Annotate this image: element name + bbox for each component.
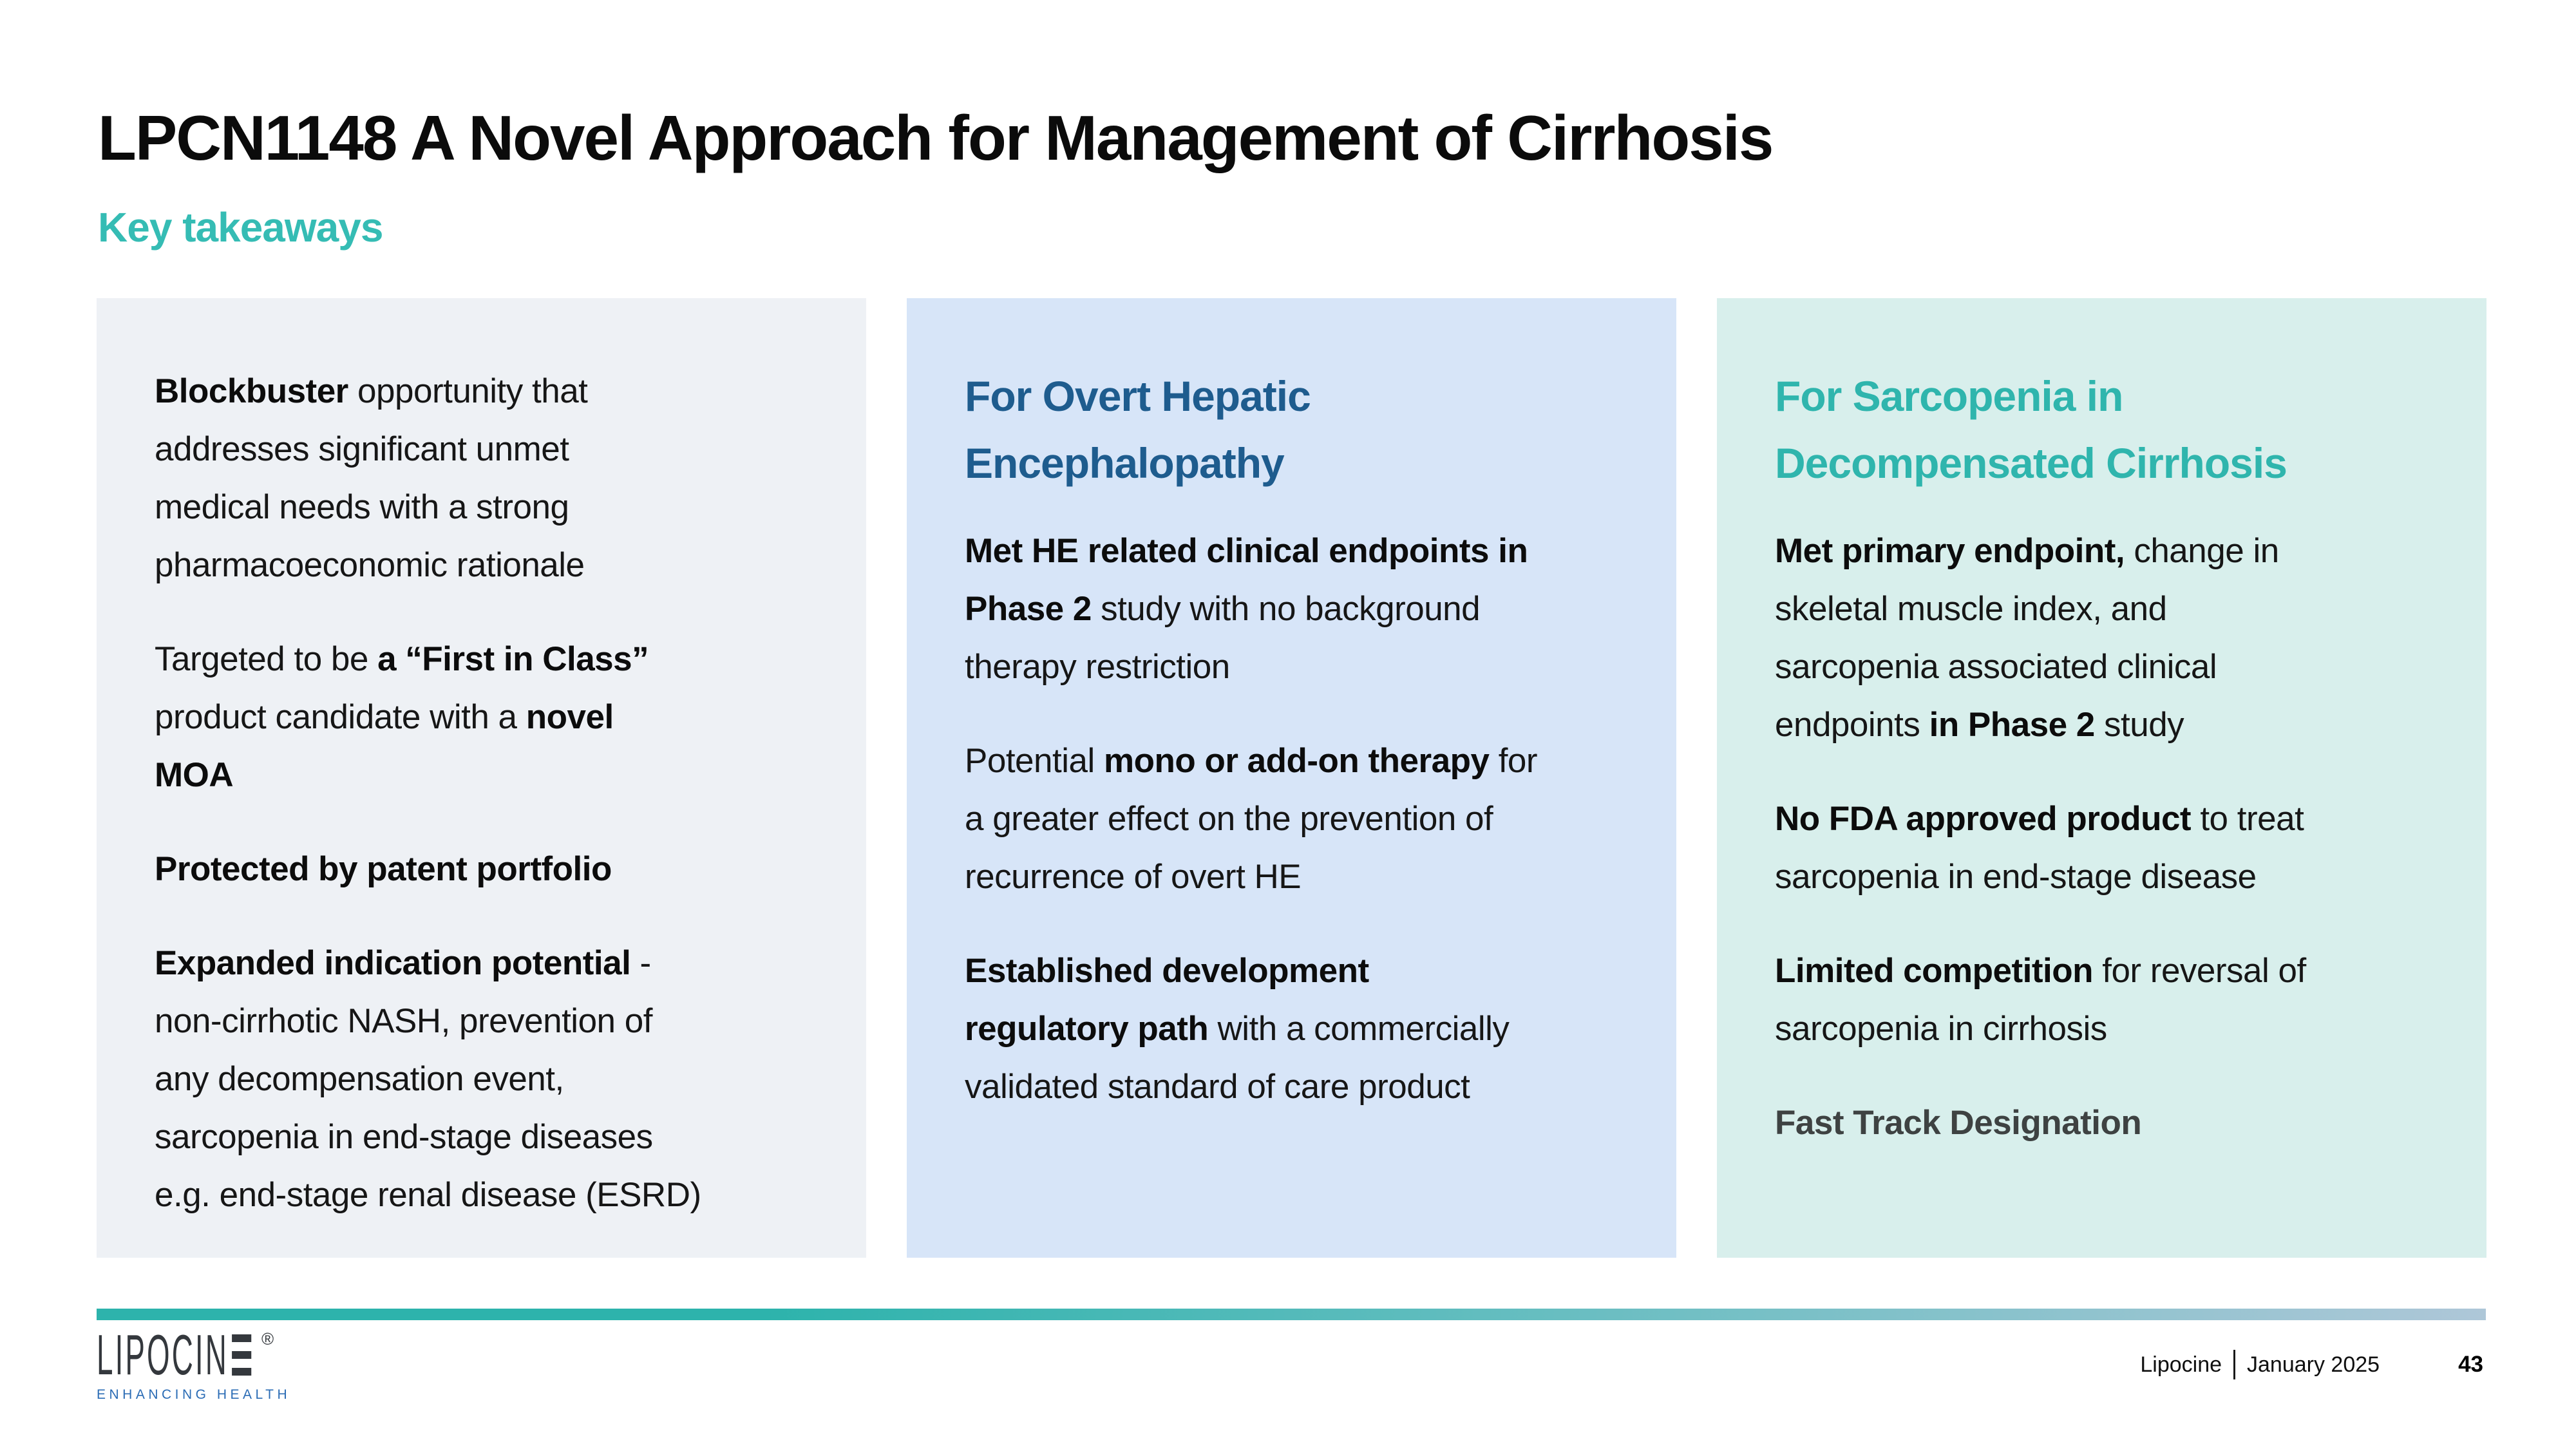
card-title: For Sarcopenia in Decompensated Cirrhosi…: [1775, 372, 2287, 487]
card-paragraph: Fast Track Designation: [1775, 1094, 2441, 1152]
text-run: mono or add-on therapy: [1103, 742, 1490, 780]
footer-meta: Lipocine January 2025 43: [2140, 1350, 2483, 1379]
page-title: LPCN1148 A Novel Approach for Management…: [98, 102, 1774, 173]
card-paragraph: Blockbuster opportunity that addresses s…: [155, 363, 821, 594]
text-run: Met primary endpoint,: [1775, 532, 2125, 570]
footer-separator: [2233, 1350, 2236, 1379]
card-sarcopenia-decompensated-cirrhosis: For Sarcopenia in Decompensated Cirrhosi…: [1717, 298, 2486, 1258]
logo-wordmark: LIPOCIN: [97, 1323, 252, 1387]
text-run: Limited competition: [1775, 952, 2094, 990]
card-paragraph: Expanded indication potential - non-cirr…: [155, 934, 821, 1224]
text-run: Blockbuster: [155, 372, 348, 410]
text-run: Expanded indication potential: [155, 944, 631, 982]
text-run: No FDA approved product: [1775, 800, 2192, 838]
text-run: Potential: [965, 742, 1104, 780]
text-run: with a commercially validated standard o…: [965, 1010, 1510, 1106]
logo-tagline: ENHANCING HEALTH: [97, 1387, 291, 1402]
text-run: Fast Track Designation: [1775, 1104, 2142, 1142]
cards-row: Blockbuster opportunity that addresses s…: [97, 298, 2486, 1258]
logo-text: LIPOCIN: [97, 1323, 229, 1387]
card-paragraphs: Blockbuster opportunity that addresses s…: [155, 363, 821, 1224]
card-paragraph: Protected by patent portfolio: [155, 840, 821, 898]
card-paragraphs: Met HE related clinical endpoints in Pha…: [965, 522, 1631, 1116]
page-number: 43: [2458, 1352, 2483, 1377]
card-paragraph: No FDA approved product to treat sarcope…: [1775, 790, 2441, 906]
logo-e-glyph: [232, 1334, 252, 1376]
card-program-highlights: Blockbuster opportunity that addresses s…: [97, 298, 866, 1258]
card-paragraph: Established development regulatory path …: [965, 942, 1631, 1116]
registered-trademark-icon: ®: [261, 1329, 274, 1349]
lipocine-logo: LIPOCIN ® ENHANCING HEALTH: [97, 1323, 394, 1403]
text-run: for a greater effect on the prevention o…: [965, 742, 1538, 896]
text-run: novel MOA: [155, 698, 614, 794]
card-title: For Overt Hepatic Encephalopathy: [965, 372, 1311, 487]
text-run: study: [2094, 706, 2184, 744]
text-run: a “First in Class”: [377, 640, 649, 678]
text-run: opportunity that addresses significant u…: [155, 372, 588, 584]
text-run: Targeted to be: [155, 640, 378, 678]
text-run: Established development regulatory path: [965, 952, 1369, 1048]
card-paragraphs: Met primary endpoint, change in skeletal…: [1775, 522, 2441, 1152]
card-overt-hepatic-encephalopathy: For Overt Hepatic Encephalopathy Met HE …: [907, 298, 1676, 1258]
text-run: Met HE related clinical endpoints in Pha…: [965, 532, 1528, 628]
page-subtitle: Key takeaways: [98, 204, 383, 251]
text-run: - non-cirrhotic NASH, prevention of any …: [155, 944, 701, 1214]
card-paragraph: Met primary endpoint, change in skeletal…: [1775, 522, 2441, 754]
card-paragraph: Limited competition for reversal of sarc…: [1775, 942, 2441, 1058]
text-run: in Phase 2: [1929, 706, 2096, 744]
text-run: Protected by patent portfolio: [155, 850, 612, 888]
text-run: to treat sarcopenia in end-stage disease: [1775, 800, 2304, 896]
card-paragraph: Potential mono or add-on therapy for a g…: [965, 732, 1631, 906]
text-run: change in skeletal muscle index, and sar…: [1775, 532, 2279, 744]
footer-divider-bar: [97, 1309, 2486, 1320]
card-paragraph: Met HE related clinical endpoints in Pha…: [965, 522, 1631, 696]
footer-date: January 2025: [2247, 1352, 2380, 1377]
footer-company: Lipocine: [2140, 1352, 2222, 1377]
text-run: product candidate with a: [155, 698, 517, 736]
text-run: study with no background therapy restric…: [965, 590, 1481, 686]
text-run: for reversal of sarcopenia in cirrhosis: [1775, 952, 2306, 1048]
card-paragraph: Targeted to be a “First in Class” produc…: [155, 630, 821, 804]
